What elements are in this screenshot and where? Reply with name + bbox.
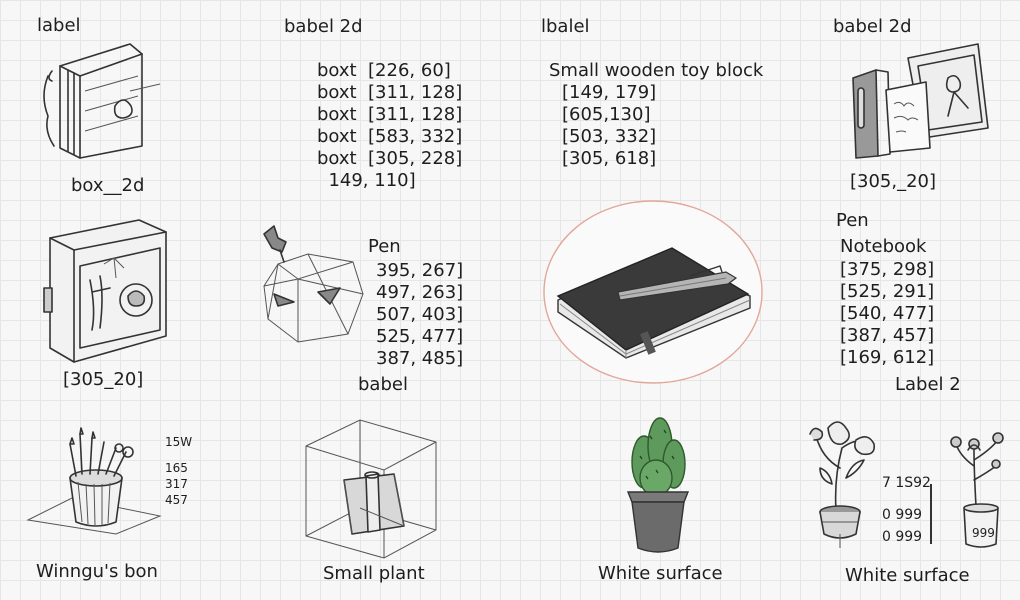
label-white-surface-2: White surface (845, 565, 970, 586)
pen-coordinate: 525, 477] (376, 326, 464, 347)
boxt-entry: boxt [311, 128] (317, 82, 463, 103)
label-box-2d: box__2d (71, 175, 145, 196)
sprout-plant-icon (950, 432, 1004, 548)
label-top-center: lbalel (541, 16, 590, 37)
boxt-entry: boxt [226, 60] (317, 60, 451, 81)
pen-coordinate-list: 395, 267] 497, 263] 507, 403] 525, 477] … (376, 260, 463, 370)
cactus-pot-icon (626, 417, 690, 553)
notebook-coordinate: [169, 612] (840, 347, 935, 368)
label-small-plant: Small plant (323, 563, 425, 584)
small-number: 165 (165, 461, 188, 475)
label-white-surface-1: White surface (598, 563, 723, 584)
block-coordinate: [305, 618] (562, 148, 657, 169)
block-title: Small wooden toy block (549, 60, 764, 81)
plant-number: 0 999 (882, 507, 923, 523)
boxt-coordinate-list: boxt [226, 60] boxt [311, 128] boxt [311… (317, 60, 462, 192)
boxt-entry: 149, 110] (317, 170, 416, 191)
small-number: 457 (165, 493, 188, 507)
boxt-entry: boxt [311, 128] (317, 104, 463, 125)
wireframe-box-object-icon (305, 419, 437, 559)
label-babel-mid: babel (358, 374, 408, 395)
small-number: 317 (165, 477, 188, 491)
label-winngu: Winngu's bon (36, 561, 158, 582)
block-coordinate-list: [149, 179] [605,130] [503, 332] [305, 61… (562, 82, 656, 170)
label-pen-right: Pen (836, 210, 869, 231)
bracket-line (930, 484, 932, 544)
label-top-left: label (37, 15, 81, 36)
wireframe-cube-icon (263, 225, 364, 343)
notebook-coordinate: [375, 298] (840, 259, 935, 280)
block-coordinate: [503, 332] (562, 126, 657, 147)
plant-number: 0 999 (882, 529, 923, 545)
book-and-frame-icon (852, 43, 989, 159)
small-number-list: 15W 165 317 457 (165, 434, 192, 508)
flower-plant-icon (809, 421, 876, 548)
notebook-coordinate: [387, 457] (840, 325, 935, 346)
label-2: Label 2 (895, 374, 961, 395)
notebook-title: Notebook (840, 236, 927, 257)
notebook-coordinate-list: [375, 298] [525, 291] [540, 477] [387, 4… (840, 259, 934, 369)
book-stack-sketch-icon (43, 43, 161, 159)
pencil-cup-icon (26, 427, 162, 535)
pot-label: 999 (972, 526, 995, 540)
label-top-right: babel 2d (833, 16, 912, 37)
notebook-coordinate: [540, 477] (840, 303, 935, 324)
outlet-box-icon (43, 219, 167, 363)
label-top-center-left: babel 2d (284, 16, 363, 37)
plant-number: 7 1S92 (882, 475, 931, 491)
block-coordinate: [605,130] (562, 104, 651, 125)
pen-coordinate: 387, 485] (376, 348, 464, 369)
pen-coordinate: 507, 403] (376, 304, 464, 325)
label-pen-top: Pen (368, 236, 401, 257)
pen-coordinate: 497, 263] (376, 282, 464, 303)
notebook-with-pen-icon (543, 200, 763, 384)
boxt-entry: boxt [583, 332] (317, 126, 463, 147)
label-coord-top-right: [305,_20] (850, 171, 937, 192)
notebook-coordinate: [525, 291] (840, 281, 935, 302)
block-coordinate: [149, 179] (562, 82, 657, 103)
label-coord-left: [305_20] (63, 369, 144, 390)
small-number: 15W (165, 435, 193, 449)
boxt-entry: boxt [305, 228] (317, 148, 463, 169)
pen-coordinate: 395, 267] (376, 260, 464, 281)
